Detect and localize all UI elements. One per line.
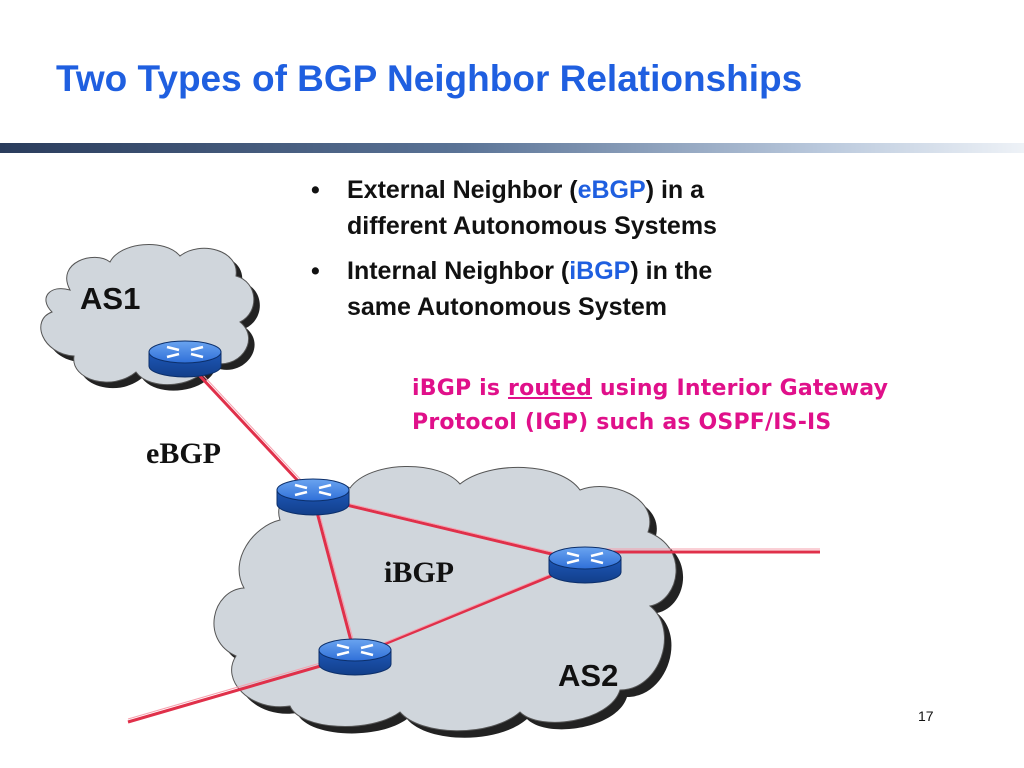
bullet-highlight-ibgp: iBGP bbox=[569, 257, 631, 285]
ibgp-link-top-bottom bbox=[311, 496, 357, 657]
router-as1-icon bbox=[148, 340, 222, 378]
bullet-text-prefix: External Neighbor ( bbox=[347, 176, 578, 204]
bullet-list: • External Neighbor (eBGP) in a differen… bbox=[305, 172, 905, 334]
router-as2-border-icon bbox=[276, 478, 350, 516]
as2-label: AS2 bbox=[558, 658, 618, 693]
bullet-dot-icon: • bbox=[311, 176, 320, 204]
bullet-text-line2: same Autonomous System bbox=[347, 293, 667, 321]
bullet-item-ebgp: • External Neighbor (eBGP) in a differen… bbox=[305, 172, 905, 244]
note-prefix: iBGP is bbox=[412, 376, 509, 401]
as1-label: AS1 bbox=[80, 281, 140, 316]
bullet-item-ibgp: • Internal Neighbor (iBGP) in the same A… bbox=[305, 253, 905, 325]
note-line2: Protocol (IGP) such as OSPF/IS-IS bbox=[412, 410, 832, 435]
igp-note: iBGP is routed using Interior Gateway Pr… bbox=[412, 372, 1012, 440]
ibgp-link-bottom-right bbox=[354, 560, 586, 658]
slide-title: Two Types of BGP Neighbor Relationships bbox=[56, 58, 803, 99]
bullet-highlight-ebgp: eBGP bbox=[577, 176, 646, 204]
external-link-left bbox=[127, 654, 356, 724]
bullet-text-suffix: ) in a bbox=[645, 176, 705, 204]
note-suffix: using Interior Gateway bbox=[592, 376, 889, 401]
ibgp-label: iBGP bbox=[384, 556, 454, 589]
bullet-text-suffix: ) in the bbox=[630, 257, 713, 285]
bullet-text-line2: different Autonomous Systems bbox=[347, 212, 717, 240]
link-highlights bbox=[127, 357, 820, 720]
note-underlined-word: routed bbox=[508, 376, 593, 401]
bullet-text-prefix: Internal Neighbor ( bbox=[347, 257, 570, 285]
router-as2-bottom-icon bbox=[318, 638, 392, 676]
links bbox=[127, 358, 820, 724]
title-divider bbox=[0, 143, 1024, 153]
bullet-dot-icon: • bbox=[311, 257, 320, 285]
ibgp-link-top-right bbox=[312, 495, 586, 564]
ebgp-link bbox=[183, 358, 315, 499]
router-as2-right-icon bbox=[548, 546, 622, 584]
page-number: 17 bbox=[918, 708, 934, 724]
ebgp-label: eBGP bbox=[146, 437, 221, 470]
